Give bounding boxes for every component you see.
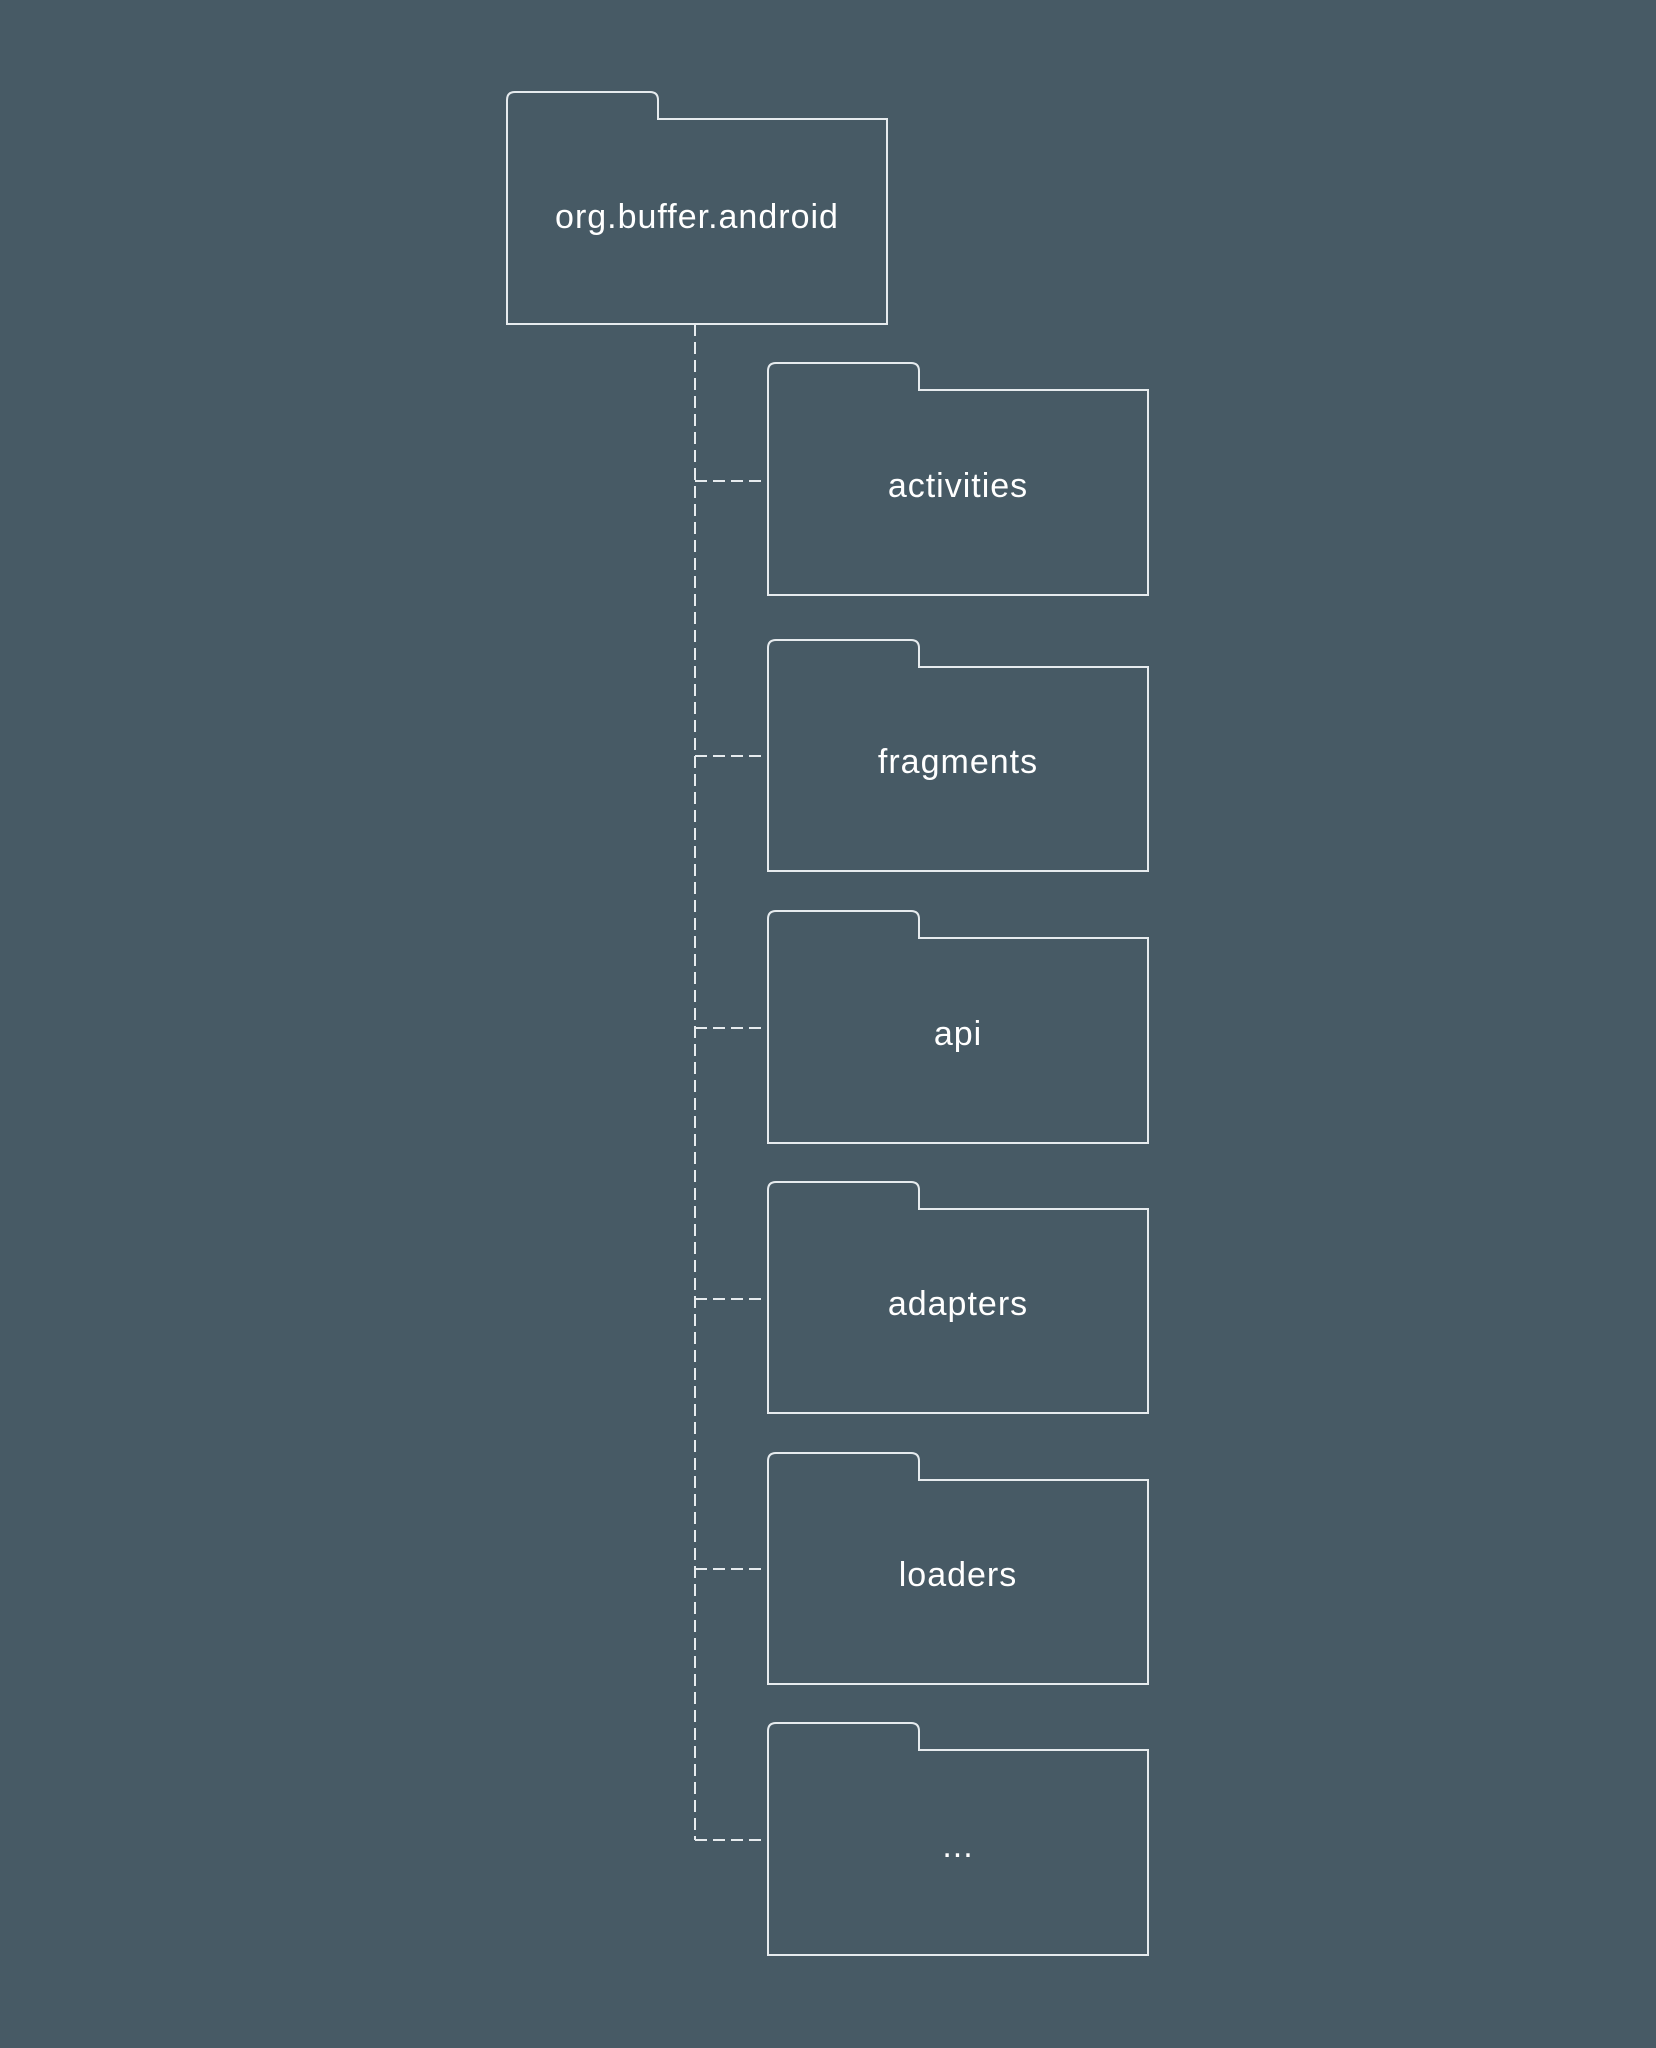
folder-icon [767, 1452, 1149, 1685]
folder-label-adapters: adapters [888, 1285, 1028, 1323]
child-folder-api[interactable]: api [695, 910, 1149, 1144]
child-folder-fragments[interactable]: fragments [695, 639, 1149, 872]
folder-label-loaders: loaders [899, 1556, 1018, 1594]
child-folder-adapters[interactable]: adapters [695, 1181, 1149, 1414]
child-folder-activities[interactable]: activities [695, 362, 1149, 596]
folder-icon [506, 91, 888, 325]
root-folder[interactable]: org.buffer.android [506, 91, 888, 325]
folder-icon [767, 1722, 1149, 1956]
folder-icon [767, 639, 1149, 872]
folder-label-fragments: fragments [878, 743, 1038, 781]
folder-icon [767, 910, 1149, 1144]
folder-icon [767, 1181, 1149, 1414]
root-folder-label: org.buffer.android [555, 198, 839, 236]
folder-label-api: api [934, 1015, 982, 1053]
folder-label-activities: activities [888, 467, 1028, 505]
child-folder-more[interactable]: ... [695, 1722, 1149, 1956]
folder-icon [767, 362, 1149, 596]
child-folder-loaders[interactable]: loaders [695, 1452, 1149, 1685]
folder-label-more: ... [942, 1827, 973, 1865]
